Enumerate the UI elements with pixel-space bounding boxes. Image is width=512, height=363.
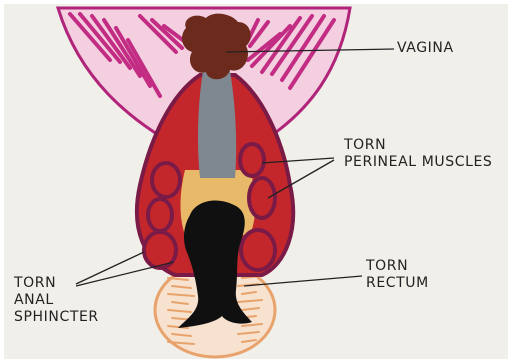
label-perineal-line1: TORN	[344, 137, 492, 154]
label-sphincter-line2: ANAL	[14, 292, 99, 309]
muscle-fragment-right-lower	[241, 230, 275, 270]
label-sphincter-line3: SPHINCTER	[14, 309, 99, 326]
label-rectum-line2: RECTUM	[366, 275, 429, 292]
muscle-fragment-right-middle	[249, 178, 275, 218]
label-torn-perineal-muscles: TORN PERINEAL MUSCLES	[344, 137, 492, 171]
label-perineal-line2: PERINEAL MUSCLES	[344, 154, 492, 171]
label-rectum-line1: TORN	[366, 258, 429, 275]
muscle-fragment-left-upper	[152, 163, 180, 197]
label-torn-rectum: TORN RECTUM	[366, 258, 429, 292]
muscle-fragment-left-middle	[148, 199, 172, 231]
label-vagina: VAGINA	[397, 40, 454, 57]
label-torn-anal-sphincter: TORN ANAL SPHINCTER	[14, 275, 99, 326]
label-vagina-text: VAGINA	[397, 40, 454, 57]
muscle-fragment-right-upper	[240, 144, 264, 176]
label-sphincter-line1: TORN	[14, 275, 99, 292]
